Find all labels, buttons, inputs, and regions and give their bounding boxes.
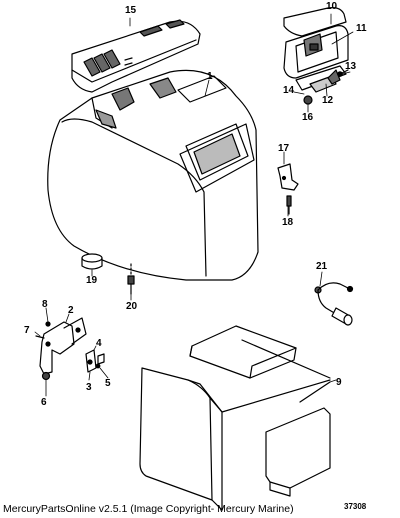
screw-part bbox=[127, 263, 135, 295]
callout-6: 6 bbox=[41, 397, 47, 408]
callout-4: 4 bbox=[96, 338, 102, 349]
access-panel-part bbox=[283, 7, 349, 105]
callout-11: 11 bbox=[356, 23, 367, 34]
cable-part bbox=[314, 282, 354, 326]
callout-5: 5 bbox=[105, 378, 111, 389]
latch-hardware-part bbox=[35, 317, 105, 381]
callout-13: 13 bbox=[345, 61, 357, 72]
callout-3: 3 bbox=[86, 382, 92, 393]
top-cover-part bbox=[71, 19, 201, 93]
callout-8: 8 bbox=[42, 299, 48, 310]
callout-14: 14 bbox=[283, 85, 295, 96]
bracket-part bbox=[277, 163, 299, 215]
callout-19: 19 bbox=[86, 275, 98, 286]
callout-7: 7 bbox=[24, 325, 30, 336]
callout-17: 17 bbox=[278, 143, 290, 154]
callout-9: 9 bbox=[336, 377, 342, 388]
plug-part bbox=[81, 253, 103, 270]
main-cowl-part bbox=[47, 69, 259, 281]
callout-16: 16 bbox=[302, 112, 314, 123]
callout-21: 21 bbox=[316, 261, 328, 272]
callout-15: 15 bbox=[125, 5, 137, 16]
figure-id: 37308 bbox=[344, 502, 367, 511]
copyright-caption: MercuryPartsOnline v2.5.1 (Image Copyrig… bbox=[3, 503, 294, 515]
leader-lines bbox=[34, 13, 354, 397]
callout-12: 12 bbox=[322, 95, 334, 106]
callout-18: 18 bbox=[282, 217, 294, 228]
panel-set-part bbox=[139, 325, 331, 511]
callout-1: 1 bbox=[207, 71, 213, 82]
callout-10: 10 bbox=[326, 1, 338, 12]
callout-20: 20 bbox=[126, 301, 138, 312]
callout-2: 2 bbox=[68, 305, 74, 316]
